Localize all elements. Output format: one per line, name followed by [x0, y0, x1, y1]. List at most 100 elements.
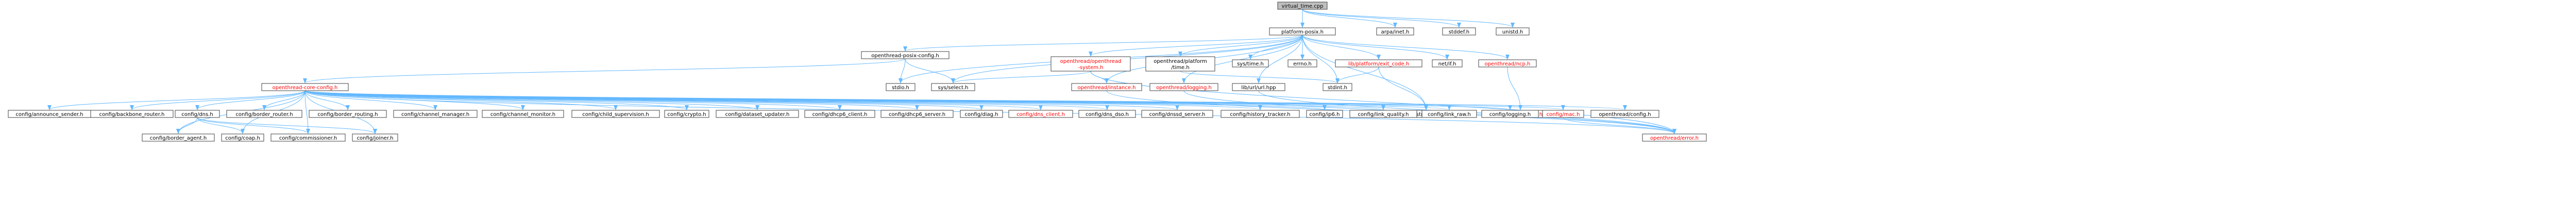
node-c-crypto[interactable]: config/crypto.h — [664, 110, 709, 118]
node-c-dhcp6-client[interactable]: config/dhcp6_client.h — [804, 110, 875, 118]
node-ot-core-config[interactable]: openthread-core-config.h — [261, 83, 349, 91]
node-ot-error[interactable]: openthread/error.h — [1642, 133, 1707, 142]
edge-ot_core_config-to-c_channel_manager — [304, 90, 437, 110]
node-box — [1496, 27, 1530, 36]
node-c-commissioner[interactable]: config/commissioner.h — [270, 133, 346, 142]
node-ot-platform-time[interactable]: openthread/platform/time.h — [1145, 56, 1215, 72]
node-box — [1149, 83, 1218, 91]
node-box — [1481, 110, 1539, 118]
node-box — [1349, 110, 1417, 118]
edge-platform_posix-to-ot_posix_config — [903, 35, 1303, 52]
node-arpa-inet[interactable]: arpa/inet.h — [1376, 27, 1414, 36]
node-sys-time[interactable]: sys/time.h — [1232, 59, 1269, 68]
node-c-ip6[interactable]: config/ip6.h — [1306, 110, 1343, 118]
node-label: config/child_supervision.h — [582, 112, 649, 117]
node-c-border-agent[interactable]: config/border_agent.h — [142, 133, 215, 142]
node-c-history-tracker[interactable]: config/history_tracker.h — [1221, 110, 1300, 118]
node-box — [1542, 110, 1584, 118]
edge-platform_posix-to-net_if — [1302, 35, 1449, 60]
node-box — [1376, 27, 1414, 36]
edge-platform_posix-to-lib_exit_code — [1302, 35, 1381, 60]
node-root: virtual_time.cpp — [1277, 2, 1328, 10]
node-stddef[interactable]: stddef.h — [1442, 27, 1476, 36]
node-lib-exit-code[interactable]: lib/platform/exit_code.h — [1335, 59, 1422, 68]
dependency-nodes: virtual_time.cpp platform-posix.h arpa/ine… — [8, 2, 1707, 142]
node-c-dns[interactable]: config/dns.h — [175, 110, 220, 118]
node-box — [1221, 110, 1300, 118]
edge-c_dns-to-c_coap — [197, 117, 245, 134]
edge-ot_core_config-to-c_commissioner — [304, 90, 310, 134]
node-box — [1269, 27, 1336, 36]
node-ot-config[interactable]: openthread/config.h — [1590, 110, 1659, 118]
node-box — [1071, 83, 1142, 91]
node-box — [1306, 110, 1343, 118]
node-ot-ncp[interactable]: openthread/ncp.h — [1478, 59, 1537, 68]
node-label: config/dhcp6_server.h — [889, 112, 945, 117]
node-c-border-router[interactable]: config/border_router.h — [226, 110, 302, 118]
edge-ot_platform_time-to-stdint — [1180, 71, 1340, 83]
node-label: openthread/config.h — [1599, 112, 1651, 117]
edge-ot_posix_config-to-stdio — [899, 58, 906, 83]
node-c-mac[interactable]: config/mac.h — [1542, 110, 1584, 118]
node-stdint[interactable]: stdint.h — [1323, 83, 1352, 91]
node-c-dns-client[interactable]: config/dns_client.h — [1008, 110, 1073, 118]
node-label: config/channel_manager.h — [401, 112, 469, 117]
edge-ot_core_config-to-c_child_supervision — [304, 90, 618, 110]
edge-ot_posix_config-to-ot_core_config — [303, 58, 906, 83]
node-label: config/announce_sender.h — [15, 112, 83, 117]
node-label: config/coap.h — [225, 136, 260, 141]
node-sys-select[interactable]: sys/select.h — [931, 83, 975, 91]
edge-platform_posix-to-stdint — [1302, 35, 1340, 83]
node-box — [352, 133, 398, 142]
node-box — [1442, 27, 1476, 36]
edge-c_dns-to-c_joiner — [197, 117, 377, 134]
node-label: openthread-posix-config.h — [871, 53, 939, 59]
node-ot-openthread-system[interactable]: openthread/openthread-system.h — [1050, 56, 1131, 72]
edge-platform_posix-to-ot_openthread_system — [1089, 35, 1303, 57]
edge-lib_exit_code-to-string — [1378, 66, 1428, 110]
node-c-dhcp6-server[interactable]: config/dhcp6_server.h — [880, 110, 954, 118]
edge-ot_core_config-to-c_history_tracker — [304, 90, 1262, 110]
node-c-dataset-updater[interactable]: config/dataset_updater.h — [716, 110, 799, 118]
node-c-dnssd-server[interactable]: config/dnssd_server.h — [1141, 110, 1213, 118]
node-platform-posix[interactable]: platform-posix.h — [1269, 27, 1336, 36]
node-label: config/link_raw.h — [1428, 112, 1471, 117]
node-c-border-routing[interactable]: config/border_routing.h — [309, 110, 387, 118]
node-ot-posix-config[interactable]: openthread-posix-config.h — [861, 51, 950, 59]
node-c-child-supervision[interactable]: config/child_supervision.h — [571, 110, 660, 118]
node-c-channel-manager[interactable]: config/channel_manager.h — [393, 110, 478, 118]
node-stdio[interactable]: stdio.h — [886, 83, 916, 91]
node-box — [482, 110, 564, 118]
node-errno[interactable]: errno.h — [1287, 59, 1317, 68]
edge-ot_openthread_system-to-ot_error — [1090, 71, 1676, 134]
node-c-logging[interactable]: config/logging.h — [1481, 110, 1539, 118]
node-ot-logging[interactable]: openthread/logging.h — [1149, 83, 1218, 91]
node-label: openthread-core-config.h — [273, 85, 338, 91]
node-c-dns-dso[interactable]: config/dns_dso.h — [1078, 110, 1136, 118]
node-ot-instance[interactable]: openthread/instance.h — [1071, 83, 1142, 91]
node-box — [1432, 59, 1463, 68]
node-lib-url[interactable]: lib/url/url.hpp — [1232, 83, 1285, 91]
node-c-diag[interactable]: config/diag.h — [960, 110, 1003, 118]
node-c-coap[interactable]: config/coap.h — [221, 133, 264, 142]
node-label: unistd.h — [1502, 29, 1523, 35]
edge-ot_core_config-to-c_border_router — [262, 90, 306, 110]
node-net-if[interactable]: net/if.h — [1432, 59, 1463, 68]
node-c-backbone-router[interactable]: config/backbone_router.h — [90, 110, 174, 118]
node-c-joiner[interactable]: config/joiner.h — [352, 133, 398, 142]
node-box — [1287, 59, 1317, 68]
node-unistd[interactable]: unistd.h — [1496, 27, 1530, 36]
node-label: net/if.h — [1438, 61, 1456, 67]
node-c-link-raw[interactable]: config/link_raw.h — [1421, 110, 1477, 118]
edge-platform_posix-to-ot_ncp — [1302, 35, 1510, 60]
node-c-channel-monitor[interactable]: config/channel_monitor.h — [482, 110, 564, 118]
node-c-link-quality[interactable]: config/link_quality.h — [1349, 110, 1417, 118]
node-box — [1008, 110, 1073, 118]
node-box — [90, 110, 174, 118]
node-label: config/ip6.h — [1310, 112, 1340, 117]
node-c-announce-sender[interactable]: config/announce_sender.h — [8, 110, 91, 118]
node-box — [1478, 59, 1537, 68]
edge-platform_posix-to-string — [1302, 35, 1428, 110]
edge-ot_openthread_system-to-sys_select — [951, 71, 1091, 83]
node-label: openthread/error.h — [1650, 136, 1699, 141]
